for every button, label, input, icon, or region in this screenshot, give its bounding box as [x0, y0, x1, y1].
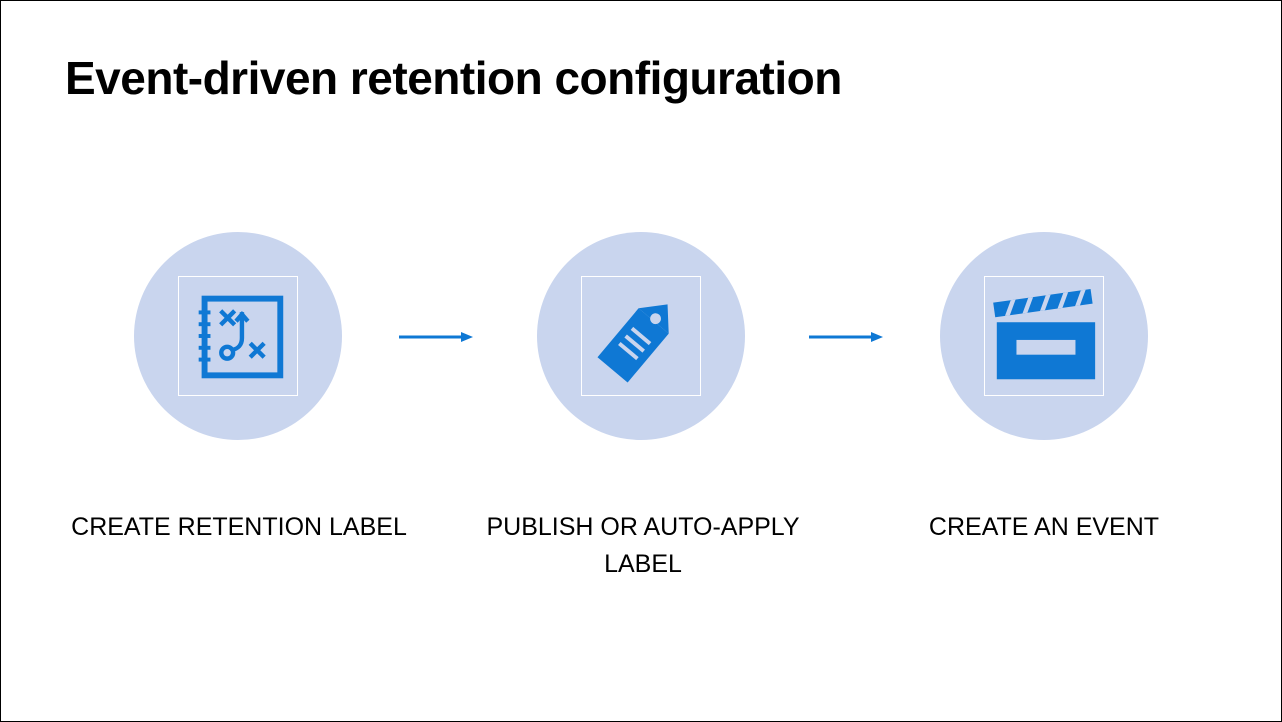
- strategy-board-icon: [178, 276, 298, 396]
- step-3-circle: [940, 232, 1148, 440]
- arrow-2-icon: [809, 332, 883, 342]
- tag-icon: [581, 276, 701, 396]
- step-2-circle: [537, 232, 745, 440]
- clapperboard-icon: [984, 276, 1104, 396]
- arrow-1-icon: [399, 332, 473, 342]
- step-2-label: PUBLISH OR AUTO-APPLY LABEL: [486, 513, 800, 578]
- step-1-label: CREATE RETENTION LABEL: [71, 513, 407, 541]
- page-title: Event-driven retention configuration: [65, 52, 842, 104]
- step-1-circle: [134, 232, 342, 440]
- step-3-label: CREATE AN EVENT: [928, 513, 1160, 541]
